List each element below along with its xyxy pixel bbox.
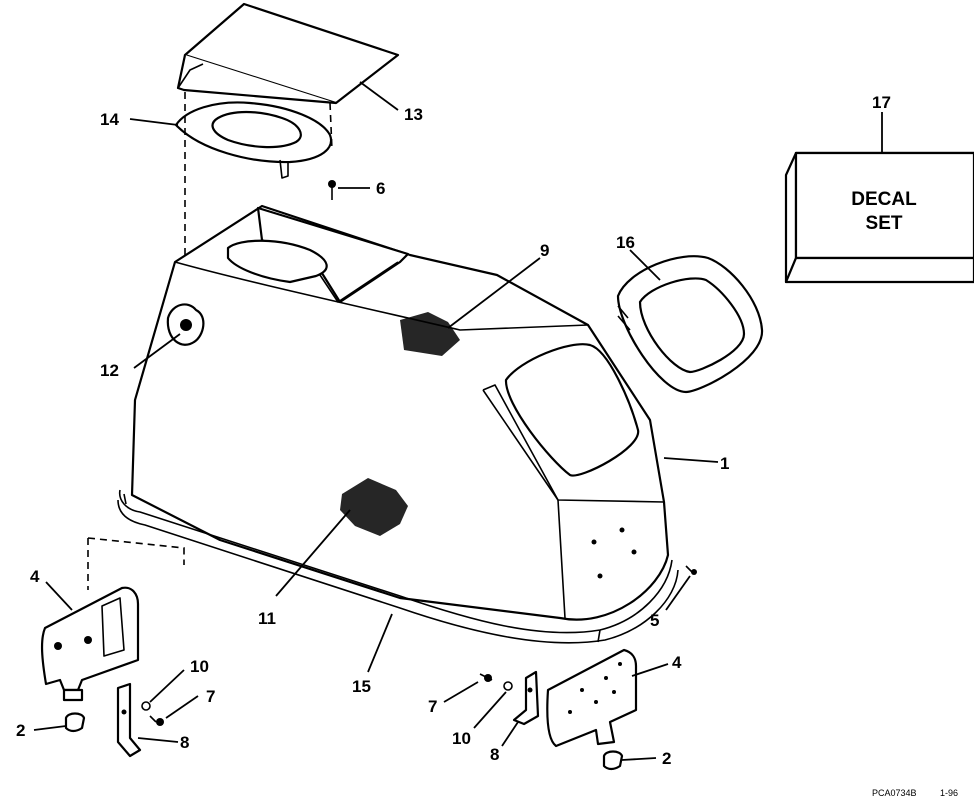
callout-15: 15 <box>352 677 371 696</box>
callout-17: 17 <box>872 93 891 112</box>
part-4-bracket-left <box>40 537 185 702</box>
part-16-window-frame <box>616 255 764 394</box>
callout-9: 9 <box>540 241 549 260</box>
part-1-motor-cover <box>130 204 670 621</box>
part-9-decal <box>400 312 460 356</box>
callout-14: 14 <box>100 110 119 129</box>
callout-11: 11 <box>258 609 276 628</box>
part-2-mount-left <box>64 712 86 733</box>
callout-7-right: 7 <box>428 697 437 716</box>
callout-4-right: 4 <box>672 653 682 672</box>
callout-1: 1 <box>720 454 729 473</box>
part-11-decal <box>340 478 408 536</box>
callout-10-left: 10 <box>190 657 209 676</box>
part-8-bracket-left <box>116 682 142 758</box>
decal-set-line-1: DECAL <box>851 189 917 210</box>
part-7-screw-left <box>149 715 164 726</box>
callout-4-left: 4 <box>30 567 40 586</box>
part-17-decal-set-box: DECAL SET <box>784 151 974 284</box>
callout-8-right: 8 <box>490 745 499 764</box>
part-15-bottom-seal <box>117 489 679 644</box>
callout-13: 13 <box>404 105 423 124</box>
part-12-latch-knob <box>166 303 205 346</box>
part-7-screw-right <box>479 673 493 682</box>
part-6-screw <box>328 180 336 200</box>
callout-6: 6 <box>376 179 385 198</box>
leader-lines <box>33 81 883 761</box>
part-4-bracket-right <box>546 648 638 748</box>
drawing-date: 1-96 <box>940 788 958 798</box>
part-8-bracket-right <box>512 670 540 726</box>
callout-2-right: 2 <box>662 749 671 768</box>
part-10-washer-right <box>503 681 513 691</box>
callout-10-right: 10 <box>452 729 471 748</box>
decal-set-line-2: SET <box>866 213 903 234</box>
part-14-gasket <box>174 101 333 179</box>
callout-12: 12 <box>100 361 119 380</box>
callout-16: 16 <box>616 233 635 252</box>
callout-8-left: 8 <box>180 733 189 752</box>
drawing-code: PCA0734B <box>872 788 917 798</box>
callout-5: 5 <box>650 611 659 630</box>
callout-7-left: 7 <box>206 687 215 706</box>
part-2-mount-right <box>602 750 624 771</box>
callout-2-left: 2 <box>16 721 25 740</box>
part-10-washer-left <box>141 701 151 711</box>
part-5-pin <box>685 565 697 575</box>
